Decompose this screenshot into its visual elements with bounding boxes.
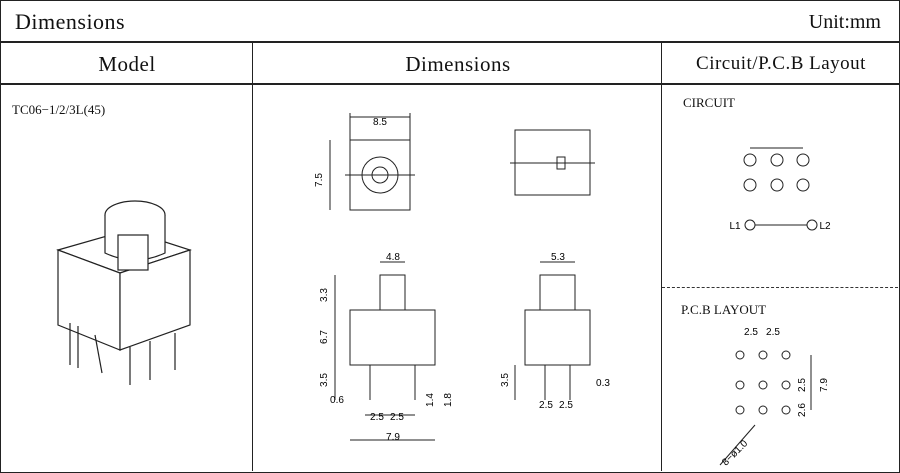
dim-front-body: 6.7 — [319, 330, 330, 344]
unit-label: Unit:mm — [808, 11, 881, 33]
front-view-drawing: 4.8 3.3 6.7 3.5 0.6 2.5 2.5 7.9 1.4 1.8 — [319, 252, 454, 443]
dim-front-s2: 1.8 — [443, 393, 454, 407]
column-divider — [252, 42, 253, 471]
dim-top-height: 7.5 — [314, 173, 325, 187]
pcb-pitch-b: 2.5 — [766, 327, 780, 338]
dim-front-pin: 3.5 — [319, 373, 330, 387]
back-view-drawing — [510, 129, 595, 196]
dim-front-pin-offset: 0.6 — [330, 395, 344, 406]
dim-front-cap: 3.3 — [319, 288, 330, 302]
section-divider — [662, 287, 898, 288]
page-title: Dimensions — [15, 9, 126, 34]
pcb-pitch-a: 2.5 — [744, 327, 758, 338]
column-header-circuit: Circuit/P.C.B Layout — [696, 53, 866, 74]
pcb-row-b: 2.6 — [797, 403, 808, 417]
column-header-dimensions: Dimensions — [405, 52, 511, 76]
circuit-l2-label: L2 — [819, 221, 831, 232]
side-view-drawing: 5.3 3.5 2.5 2.5 0.3 — [500, 252, 610, 411]
column-header-row: Model Dimensions Circuit/P.C.B Layout — [1, 43, 899, 85]
dim-front-top: 4.8 — [386, 252, 400, 263]
circuit-label: CIRCUIT — [683, 95, 735, 110]
pcb-row-a: 2.5 — [797, 378, 808, 392]
pcb-total: 7.9 — [819, 378, 830, 392]
dim-front-pitch-2: 2.5 — [390, 412, 404, 423]
title-row: Dimensions Unit:mm — [1, 1, 899, 43]
circuit-l1-label: L1 — [729, 221, 741, 232]
dim-side-pitch-2: 2.5 — [559, 400, 573, 411]
dim-side-thickness: 0.3 — [596, 378, 610, 389]
switch-product-illustration — [56, 200, 192, 385]
dim-front-total: 7.9 — [386, 432, 400, 443]
column-header-model: Model — [98, 52, 156, 76]
dim-front-pitch-1: 2.5 — [370, 412, 384, 423]
pcb-layout-drawing: 2.5 2.5 2.5 2.6 7.9 8−ø1.0 — [719, 327, 830, 468]
model-name: TC06−1/2/3L(45) — [12, 102, 106, 117]
circuit-diagram: L1 L2 — [729, 147, 831, 232]
pcb-layout-label: P.C.B LAYOUT — [681, 302, 767, 317]
dim-side-pin: 3.5 — [500, 373, 511, 387]
dim-top-width: 8.5 — [373, 117, 387, 128]
top-view-drawing: 8.5 7.5 — [314, 113, 415, 211]
dim-side-pitch-1: 2.5 — [539, 400, 553, 411]
column-divider — [661, 42, 662, 471]
pcb-hole-spec: 8−ø1.0 — [720, 438, 750, 468]
dim-side-top: 5.3 — [551, 252, 565, 263]
dim-front-s1: 1.4 — [425, 393, 436, 407]
